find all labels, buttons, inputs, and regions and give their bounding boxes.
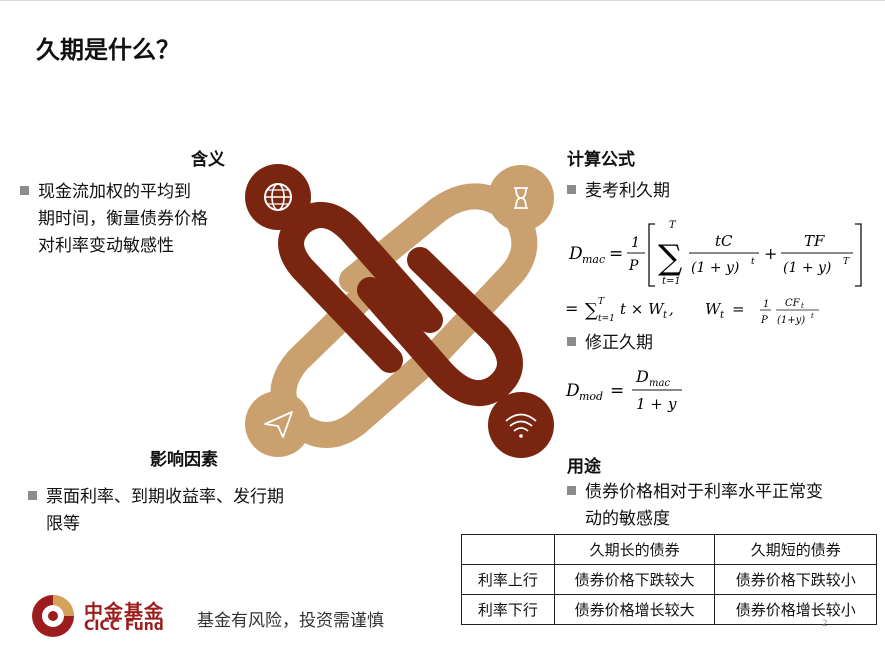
risk-disclaimer: 基金有风险，投资需谨慎	[197, 611, 384, 631]
page-number: 2	[822, 619, 828, 629]
svg-text:1: 1	[763, 299, 769, 310]
svg-text:=: =	[610, 381, 624, 401]
svg-text:y: y	[667, 395, 677, 413]
svg-text:mac: mac	[582, 253, 605, 266]
formula-heading: 计算公式	[567, 150, 635, 170]
svg-text:t × W: t × W	[620, 300, 665, 318]
weight-formula: = ∑ T t=1 t × W t , W t = 1 P CF t (1+y)…	[565, 297, 819, 326]
svg-text:=: =	[732, 300, 745, 318]
table-cell: 债券价格下跌较小	[714, 564, 877, 595]
modified-bullet: 修正久期	[567, 330, 653, 357]
usage-line-2: 动的敏感度	[585, 509, 670, 529]
bullet-square-icon	[567, 486, 576, 495]
svg-text:T: T	[843, 257, 850, 267]
globe-icon	[245, 164, 311, 230]
modified-formula: D mod = D mac 1 + y	[565, 367, 682, 413]
brown-link-bottom-right	[357, 247, 523, 407]
svg-text:P: P	[628, 258, 639, 274]
macaulay-formula: D mac = 1 P ∑ T t=1 tC (1 + y) t + TF (1…	[568, 220, 862, 287]
table-cell: 债券价格下跌较大	[553, 564, 716, 595]
table-row: 利率上行 债券价格下跌较大 债券价格下跌较小	[461, 564, 877, 595]
table-cell: 利率上行	[461, 564, 555, 595]
svg-text:=: =	[565, 299, 578, 318]
meaning-bullet: 现金流加权的平均到 期时间，衡量债券价格 对利率变动敏感性	[20, 179, 240, 260]
meaning-heading: 含义	[191, 150, 225, 170]
svg-text:t: t	[801, 302, 804, 310]
wifi-icon	[488, 392, 554, 458]
svg-text:D: D	[568, 244, 583, 264]
svg-text:T: T	[669, 220, 677, 231]
svg-text:+: +	[764, 244, 777, 263]
hourglass-icon	[488, 165, 554, 231]
svg-text:,: ,	[669, 300, 674, 318]
svg-text:∑: ∑	[585, 300, 598, 321]
interlocking-links-graphic	[245, 164, 554, 458]
svg-text:(1 + y): (1 + y)	[691, 260, 739, 276]
svg-text:(1+y): (1+y)	[777, 315, 805, 326]
top-divider	[0, 0, 885, 1]
table-header-row: 久期长的债券 久期短的债券	[461, 534, 877, 565]
svg-text:∑: ∑	[658, 238, 682, 278]
factors-line-1: 票面利率、到期收益率、发行期	[28, 484, 348, 511]
usage-bullet: 债券价格相对于利率水平正常变 动的敏感度	[567, 479, 877, 533]
svg-text:(1 + y): (1 + y)	[783, 260, 831, 276]
svg-text:CF: CF	[785, 298, 801, 309]
svg-text:mod: mod	[579, 390, 603, 403]
svg-text:W: W	[705, 300, 722, 318]
meaning-line-1: 现金流加权的平均到	[20, 179, 240, 206]
svg-text:t: t	[720, 310, 725, 321]
bullet-square-icon	[20, 186, 29, 195]
svg-text:tC: tC	[715, 232, 733, 250]
bullet-square-icon	[567, 185, 576, 194]
table-header-cell	[461, 534, 555, 565]
factors-bullet: 票面利率、到期收益率、发行期 限等	[28, 484, 348, 538]
svg-text:D: D	[635, 367, 649, 386]
svg-text:1: 1	[631, 235, 640, 251]
usage-heading: 用途	[567, 457, 601, 477]
table-cell: 债券价格增长较小	[714, 594, 877, 625]
svg-text:TF: TF	[804, 232, 825, 250]
paper-plane-icon	[245, 391, 311, 457]
svg-text:t: t	[663, 310, 668, 321]
macaulay-bullet: 麦考利久期	[567, 178, 670, 205]
factors-line-2: 限等	[46, 514, 80, 534]
table-header-cell: 久期短的债券	[714, 534, 877, 565]
svg-text:=: =	[609, 244, 623, 264]
svg-text:mac: mac	[649, 378, 670, 389]
page-title: 久期是什么？	[36, 36, 180, 64]
meaning-line-3: 对利率变动敏感性	[38, 236, 174, 256]
factors-heading: 影响因素	[150, 450, 218, 470]
cicc-logo-icon	[32, 595, 74, 637]
svg-text:t=1: t=1	[598, 314, 615, 324]
svg-text:1 +: 1 +	[636, 395, 663, 413]
brown-link-top-left	[278, 202, 443, 373]
bullet-square-icon	[567, 337, 576, 346]
svg-text:P: P	[760, 315, 768, 326]
svg-text:t: t	[751, 257, 755, 267]
duration-comparison-table: 久期长的债券 久期短的债券 利率上行 债券价格下跌较大 债券价格下跌较小 利率下…	[461, 534, 877, 625]
table-cell: 利率下行	[461, 594, 555, 625]
table-row: 利率下行 债券价格增长较大 债券价格增长较小	[461, 594, 877, 625]
logo-english-name: CICC Fund	[84, 618, 164, 634]
table-header-cell: 久期长的债券	[553, 534, 716, 565]
svg-text:t: t	[811, 312, 814, 320]
bullet-square-icon	[28, 491, 37, 500]
table-cell: 债券价格增长较大	[553, 594, 716, 625]
usage-line-1: 债券价格相对于利率水平正常变	[567, 479, 877, 506]
svg-text:D: D	[565, 381, 580, 401]
svg-text:t=1: t=1	[662, 276, 681, 287]
logo-chinese-name: 中金基金	[84, 601, 165, 623]
meaning-line-2: 期时间，衡量债券价格	[38, 209, 208, 229]
svg-text:T: T	[598, 297, 605, 307]
